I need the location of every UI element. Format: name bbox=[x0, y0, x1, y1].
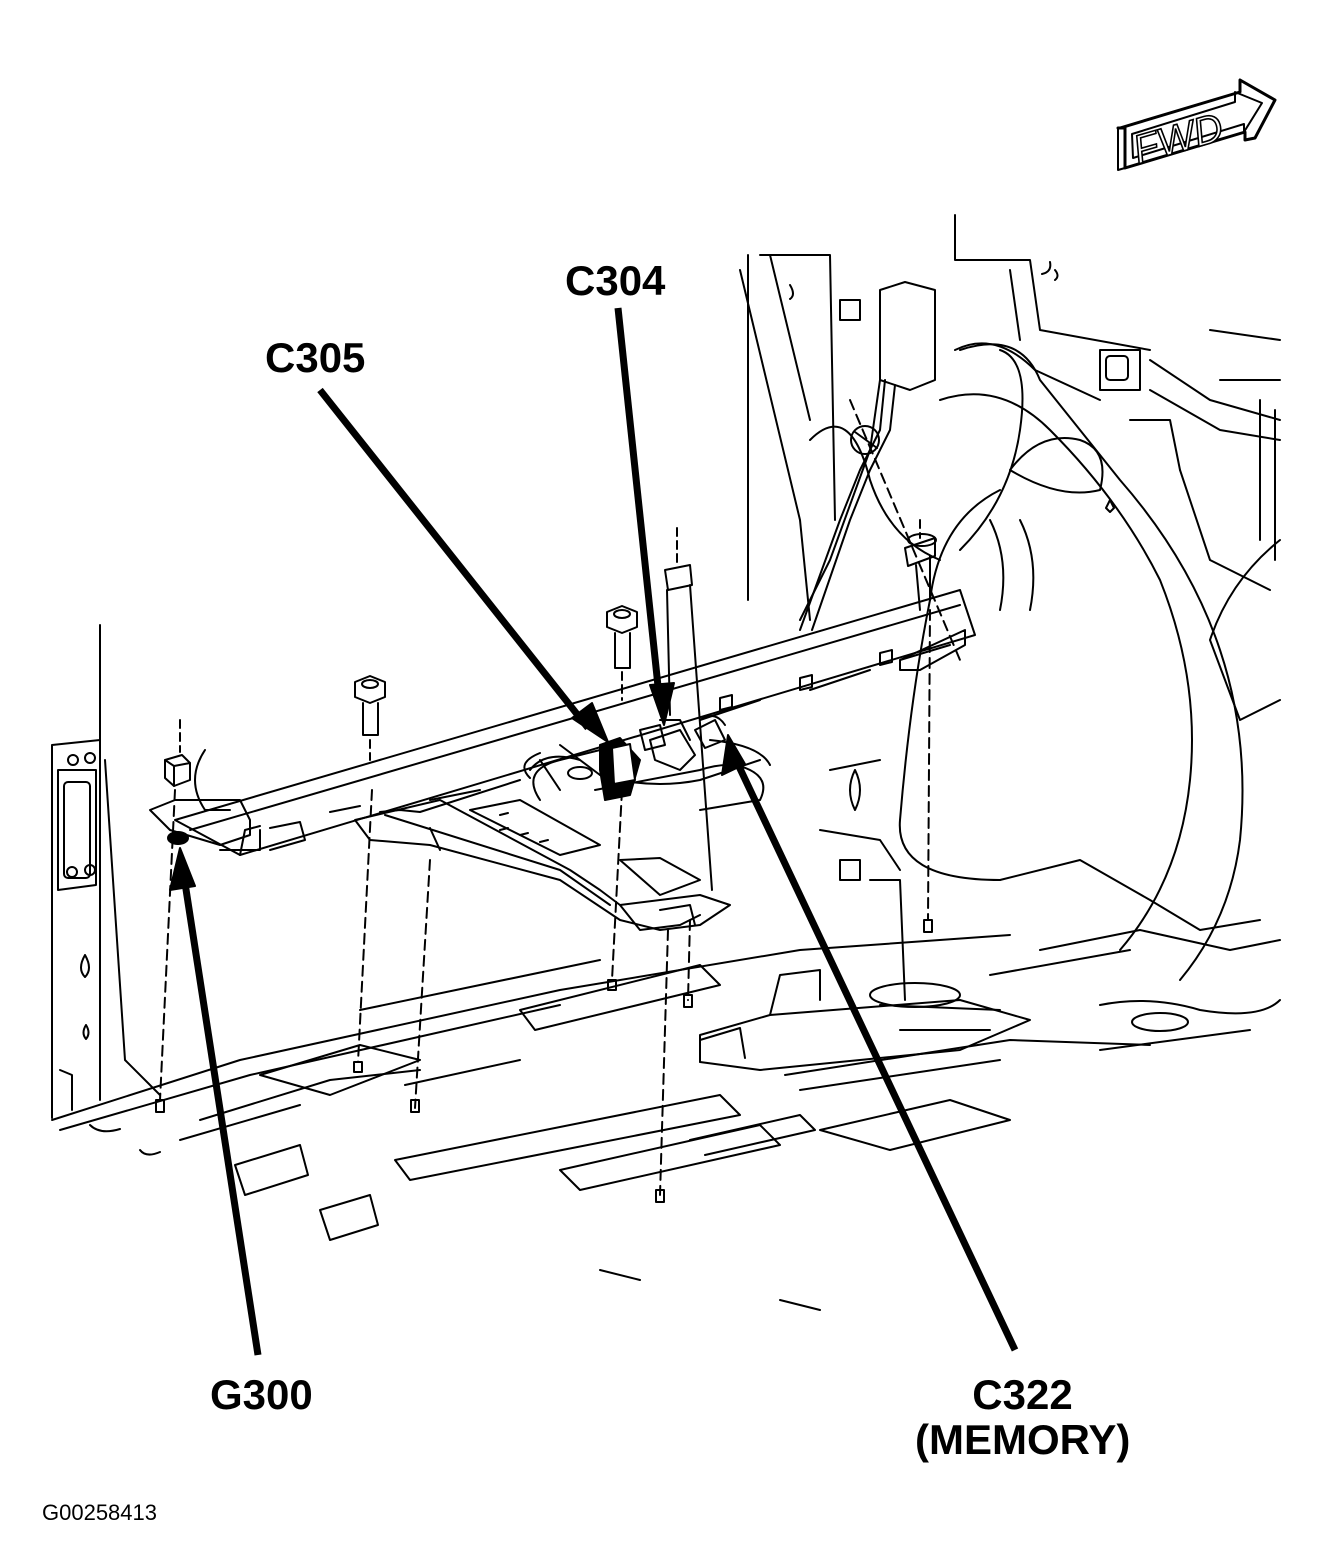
c322-label-line2: (MEMORY) bbox=[915, 1416, 1131, 1464]
c322-arrowhead bbox=[721, 734, 746, 776]
c305-arrowhead bbox=[571, 702, 609, 743]
g300-label: G300 bbox=[210, 1371, 313, 1418]
c304-label: C304 bbox=[565, 257, 666, 304]
c305-label: C305 bbox=[265, 334, 366, 381]
g300-leader bbox=[179, 869, 262, 1356]
figure-id: G00258413 bbox=[42, 1500, 157, 1525]
c304-leader bbox=[614, 307, 664, 706]
fwd-label: FWD bbox=[1128, 105, 1228, 172]
seat-crossmember bbox=[149, 589, 976, 856]
seat-belt-harness bbox=[799, 342, 1101, 631]
c305-leader bbox=[317, 387, 591, 731]
c322-leader bbox=[731, 756, 1019, 1352]
wheel-well bbox=[739, 214, 1281, 1051]
leader-arrowheads bbox=[169, 682, 746, 891]
floor-pan bbox=[51, 934, 1151, 1311]
forward-arrow bbox=[1116, 78, 1277, 171]
c322-label: C322 (MEMORY) bbox=[915, 1372, 1130, 1463]
left-body-pillar bbox=[51, 624, 161, 1119]
leader-arrows bbox=[179, 307, 1019, 1356]
seat-track-bracket bbox=[354, 739, 771, 931]
c322-label-line1: C322 bbox=[972, 1371, 1073, 1418]
c304-arrowhead bbox=[649, 682, 675, 726]
g300-arrowhead bbox=[169, 847, 196, 891]
